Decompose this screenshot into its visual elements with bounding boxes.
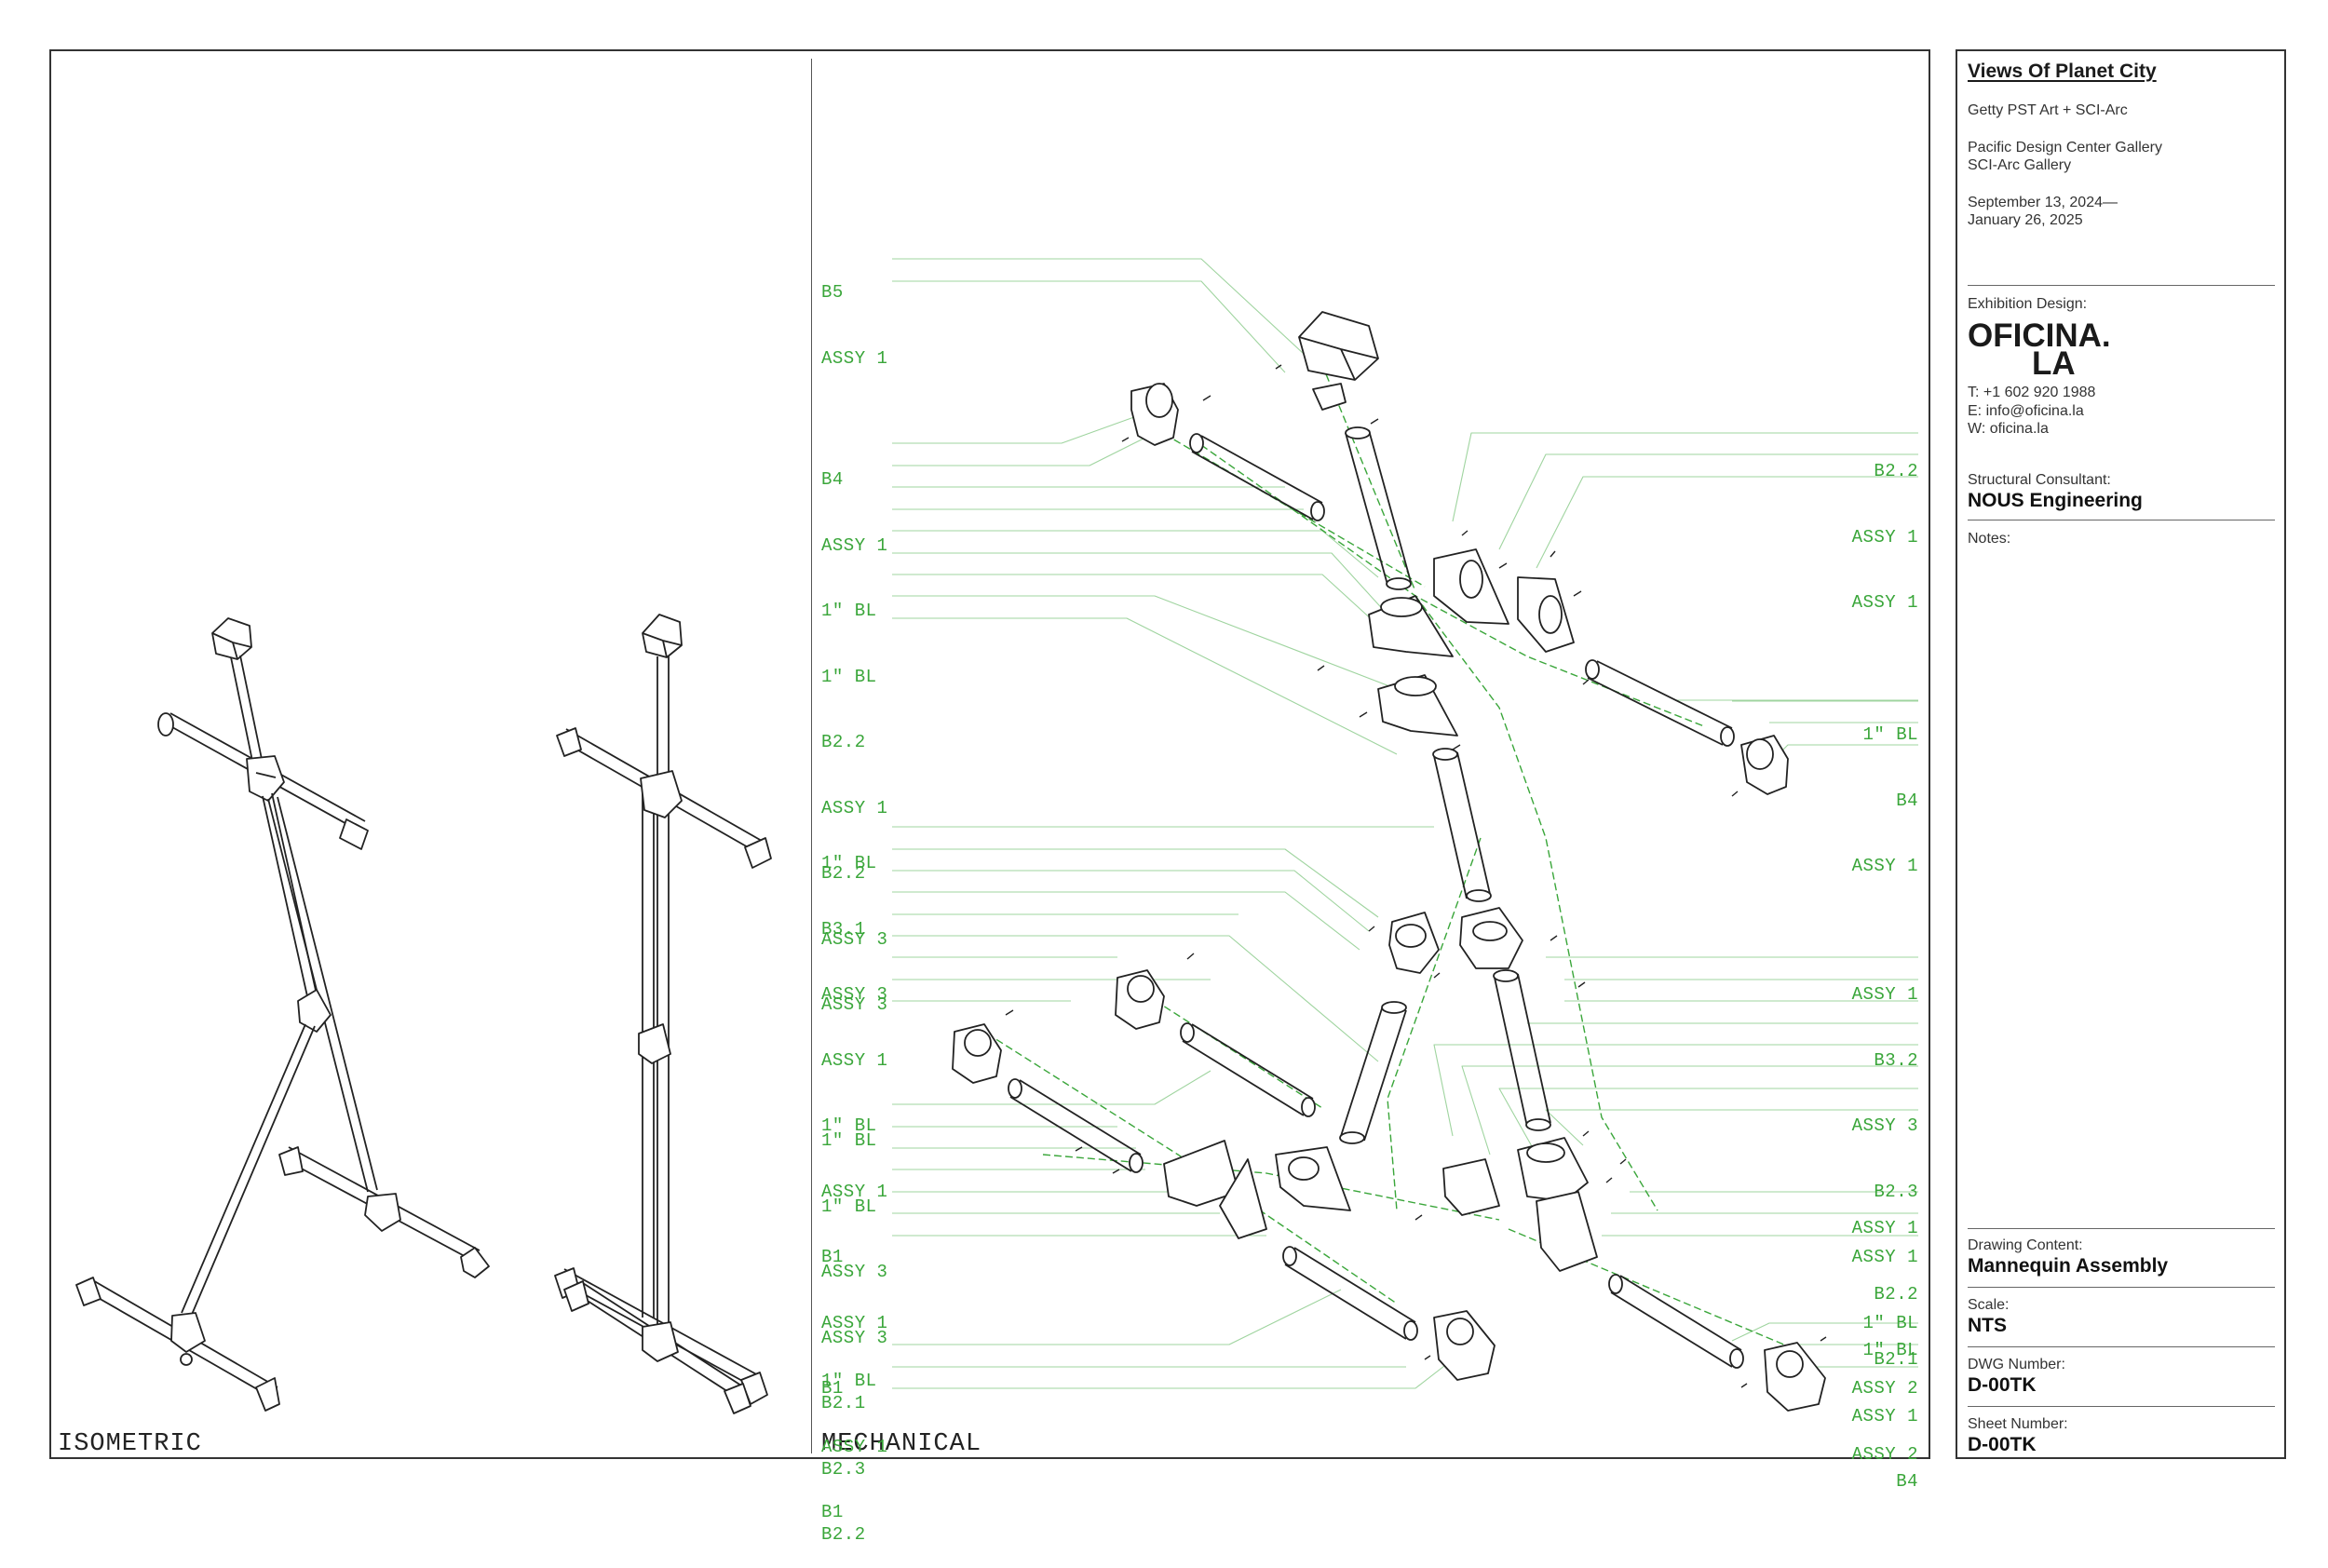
date-line-2: January 26, 2025 xyxy=(1968,212,2083,228)
callout: ASSY 1 xyxy=(1851,984,1918,1005)
callout: ASSY 3 xyxy=(821,994,888,1015)
title-block: Views Of Planet City Getty PST Art + SCI… xyxy=(1956,49,2286,1459)
callout: ASSY 1 xyxy=(1851,1247,1918,1267)
callouts-bottom-right: 1" BL ASSY 1 B4 xyxy=(1825,1296,1918,1515)
callout: B2.2 xyxy=(821,732,866,752)
callout: ASSY 2 xyxy=(1851,1443,1918,1465)
sheet-label: Sheet Number: xyxy=(1968,1416,2068,1432)
consultant-label: Structural Consultant: xyxy=(1968,472,2111,488)
callout: 1" BL xyxy=(821,601,877,621)
phone: T: +1 602 920 1988 xyxy=(1968,385,2096,400)
callouts-bottom-left: 1" BL ASSY 1 B1 xyxy=(821,1327,887,1546)
content-value: Mannequin Assembly xyxy=(1968,1255,2169,1277)
callout: ASSY 1 xyxy=(1851,526,1918,547)
callout: ASSY 2 xyxy=(1851,1378,1918,1399)
sheet-value: D-00TK xyxy=(1968,1434,2037,1455)
venue-line-2: SCI-Arc Gallery xyxy=(1968,157,2072,173)
isometric-mannequin-front xyxy=(554,614,772,1414)
scale-label: Scale: xyxy=(1968,1297,2010,1313)
venue-line-1: Pacific Design Center Gallery xyxy=(1968,140,2162,155)
callout: 1" BL xyxy=(821,1130,877,1151)
callouts-top-left: B5 ASSY 1 xyxy=(821,238,887,392)
view-divider xyxy=(811,59,812,1453)
callout: 1" BL xyxy=(1862,1340,1918,1360)
view-title-isometric: ISOMETRIC xyxy=(58,1430,202,1458)
callout: 1" BL xyxy=(821,1371,877,1391)
website: W: oficina.la xyxy=(1968,421,2049,437)
callouts-mid-right: 1" BL B4 ASSY 1 xyxy=(1825,681,1918,899)
callout: ASSY 1 xyxy=(1851,1405,1918,1426)
callout: ASSY 3 xyxy=(821,928,888,950)
consultant-name: NOUS Engineering xyxy=(1968,490,2143,511)
callouts-top-right: B2.2 ASSY 1 ASSY 1 xyxy=(1825,417,1918,636)
date-line-1: September 13, 2024— xyxy=(1968,195,2118,210)
callout: B4 xyxy=(821,469,844,490)
callouts-lower-right-2: ASSY 1 B2.2 B2.1 xyxy=(1825,1174,1918,1393)
separator xyxy=(1968,1406,2275,1407)
callout: B1 xyxy=(821,1378,844,1399)
callout: ASSY 3 xyxy=(821,1327,888,1348)
content-label: Drawing Content: xyxy=(1968,1237,2083,1253)
callout: ASSY 3 xyxy=(821,1262,888,1282)
callout: B2.2 xyxy=(1874,1283,1918,1304)
callout: B4 xyxy=(1896,1471,1918,1492)
callout: ASSY 3 xyxy=(821,984,888,1005)
logo-line-2: LA xyxy=(2032,345,2076,382)
callout: 1" BL xyxy=(1862,1312,1918,1333)
callout: B2.3 xyxy=(1874,1181,1918,1202)
scale-value: NTS xyxy=(1968,1315,2007,1336)
callout: 1" BL xyxy=(821,853,877,873)
drawing-frame xyxy=(49,49,1930,1459)
mechanical-exploded-view xyxy=(892,258,1918,1412)
separator xyxy=(1968,1346,2275,1347)
dwg-label: DWG Number: xyxy=(1968,1357,2065,1372)
callout: 1" BL xyxy=(821,1196,877,1217)
callout: B2.2 xyxy=(1874,461,1918,481)
callout: B4 xyxy=(1896,790,1918,811)
callout: ASSY 1 xyxy=(821,1436,888,1457)
callout: 1" BL xyxy=(821,666,877,687)
callout: ASSY 1 xyxy=(821,347,888,369)
callout: B3.1 xyxy=(821,918,866,939)
technical-drawing xyxy=(75,258,1918,1414)
callouts-lower-right: ASSY 1 B3.2 ASSY 3 B2.3 ASSY 1 1" BL ASS… xyxy=(1825,940,1918,1488)
callout: ASSY 1 xyxy=(821,1181,888,1202)
callout: B2.3 xyxy=(821,1458,866,1480)
callout: B1 xyxy=(821,1502,844,1522)
callout: B2.1 xyxy=(1874,1349,1918,1370)
separator xyxy=(1968,1287,2275,1288)
separator xyxy=(1968,1228,2275,1229)
callout: B2.2 xyxy=(821,863,866,884)
callout: 1" BL xyxy=(821,1115,877,1136)
callout: ASSY 1 xyxy=(821,1049,888,1071)
callout: ASSY 1 xyxy=(821,1312,888,1333)
project-subtitle: Getty PST Art + SCI-Arc xyxy=(1968,102,2128,118)
design-label: Exhibition Design: xyxy=(1968,296,2088,312)
callouts-mid-left: B4 ASSY 1 1" BL 1" BL B2.2 ASSY 1 B2.2 A… xyxy=(821,426,887,1038)
callout: ASSY 1 xyxy=(1851,856,1918,876)
callout: B5 xyxy=(821,282,844,303)
logo-line-1: OFICINA. xyxy=(1968,318,2111,354)
notes-label: Notes: xyxy=(1968,531,2011,547)
callouts-lower-left: 1" BL B3.1 ASSY 3 ASSY 1 1" BL ASSY 1 B1… xyxy=(821,809,887,1422)
view-title-mechanical: MECHANICAL xyxy=(821,1430,982,1458)
callout: ASSY 1 xyxy=(821,534,888,556)
project-title: Views Of Planet City xyxy=(1968,61,2157,82)
separator xyxy=(1968,285,2275,286)
callout: ASSY 1 xyxy=(1851,1218,1918,1238)
callout: ASSY 3 xyxy=(1851,1115,1918,1136)
dwg-value: D-00TK xyxy=(1968,1374,2037,1396)
callout: B3.2 xyxy=(1874,1049,1918,1071)
isometric-mannequin-side xyxy=(75,617,490,1412)
email: E: info@oficina.la xyxy=(1968,403,2084,419)
callout: B2.1 xyxy=(821,1393,866,1413)
callout: ASSY 1 xyxy=(821,797,888,818)
callout: B1 xyxy=(821,1247,844,1267)
callout: 1" BL xyxy=(1862,724,1918,745)
callout: ASSY 1 xyxy=(1851,592,1918,613)
